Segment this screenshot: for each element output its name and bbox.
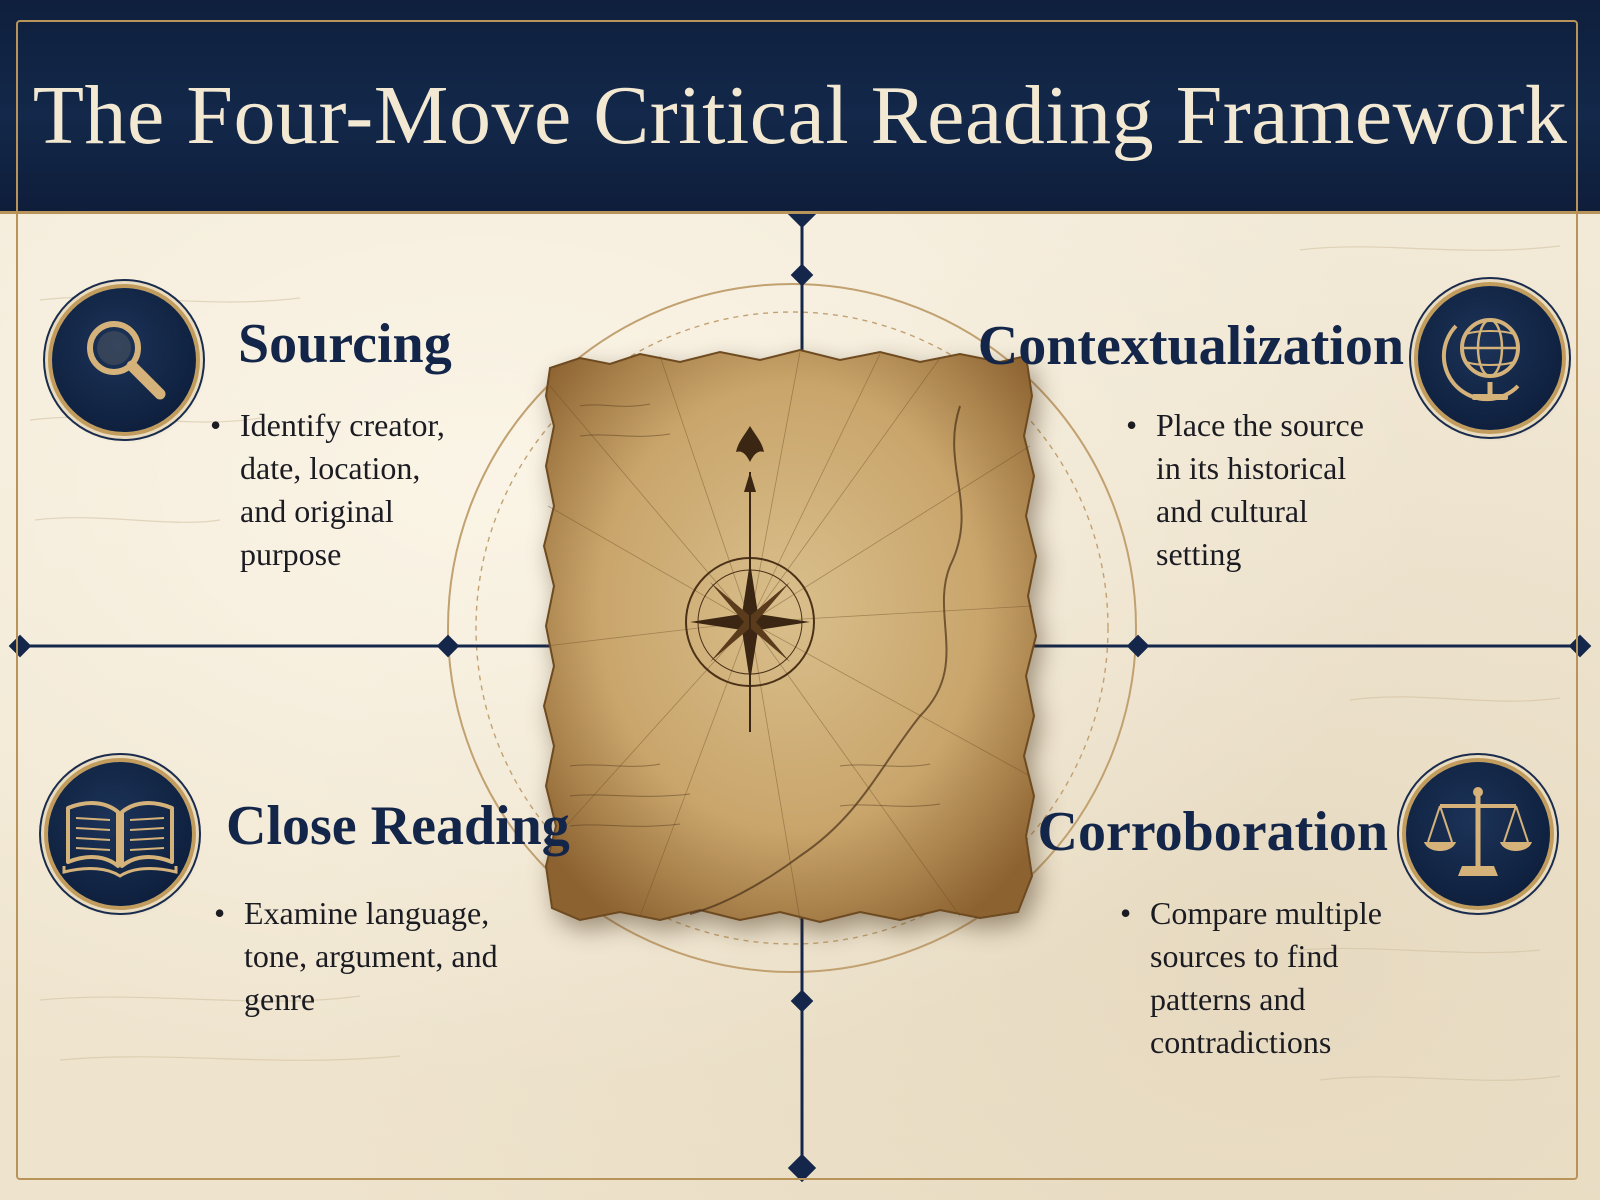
diamond-marker [790,263,814,287]
list-item: Identify creator, date, location, and or… [210,404,470,576]
close-reading-bullets: Examine language, tone, argument, and ge… [214,892,504,1021]
compass-rose-icon [685,426,815,732]
diamond-marker [790,989,814,1013]
diamond-marker [1126,634,1150,658]
inner-dashed-ring [475,311,1109,945]
corroboration-bullets: Compare multiple sources to find pattern… [1120,892,1400,1064]
close-reading-badge [48,762,192,906]
diamond-marker [1568,634,1592,658]
diamond-marker [787,1153,817,1183]
open-book-icon [62,801,178,878]
sourcing-badge [52,288,196,432]
antique-map-image [540,346,1040,926]
outer-ring [447,283,1137,973]
close-reading-title: Close Reading [226,795,570,857]
page-title: The Four-Move Critical Reading Framework [32,69,1568,162]
magnifying-glass-icon [87,321,166,400]
header-banner: The Four-Move Critical Reading Framework [0,0,1600,214]
corroboration-title: Corroboration [1037,801,1389,863]
sourcing-title: Sourcing [238,313,452,375]
contextualization-bullets: Place the source in its historical and c… [1126,404,1386,576]
corroboration-badge [1406,762,1550,906]
sourcing-bullets: Identify creator, date, location, and or… [210,404,470,576]
contextualization-badge [1418,286,1562,430]
balance-scale-icon [1424,787,1532,876]
list-item: Place the source in its historical and c… [1126,404,1386,576]
diamond-marker [8,634,32,658]
list-item: Examine language, tone, argument, and ge… [214,892,504,1021]
list-item: Compare multiple sources to find pattern… [1120,892,1400,1064]
diamond-marker [436,634,460,658]
globe-icon [1441,318,1520,402]
contextualization-title: Contextualization [977,315,1404,377]
